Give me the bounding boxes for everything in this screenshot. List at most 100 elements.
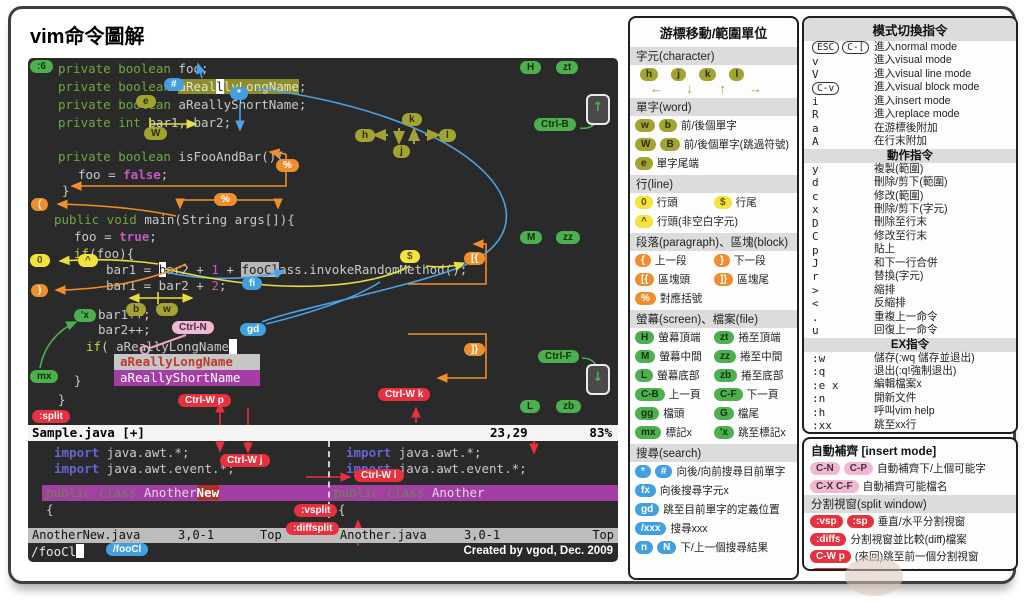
key-badge-w: w: [156, 303, 178, 316]
panel-col: ^行頭(非空白字元): [635, 214, 738, 229]
panel-label: 進入visual line mode: [874, 67, 972, 80]
key-badge-H: H: [635, 331, 655, 344]
panel-label: 標記x: [665, 427, 692, 439]
key-cell: y: [804, 163, 874, 176]
key-badge-e: e: [136, 95, 156, 108]
key-.: .: [812, 310, 819, 324]
hjkl-arrows-row: ←↓↑→: [630, 81, 797, 96]
key-badge-gd: gd: [240, 323, 267, 336]
key-:w: :w: [812, 351, 826, 365]
panel-label: 反縮排: [874, 297, 906, 310]
statusbar-splits: AnotherNew.java 3,0-1 Top Another.java 3…: [28, 528, 618, 543]
key-badge-:sp: :sp: [846, 515, 874, 529]
panel-label: 回復上一命令: [874, 324, 938, 337]
key-x: x: [812, 203, 819, 217]
key-cell: a: [804, 122, 874, 135]
scrollbar-down-box: ↓: [586, 364, 610, 395]
code-line: }: [58, 392, 66, 407]
panel-label: 縮排: [874, 283, 896, 296]
panel-label: 刪除/剪下(字元): [874, 202, 948, 215]
direction-arrow-icon: ↑: [719, 81, 726, 96]
key-badge-W: W: [635, 138, 657, 151]
key-badge-]}: ]}: [714, 273, 734, 286]
vim-editor-illustration: private boolean foo;private boolean aRea…: [28, 58, 618, 562]
key-J: J: [812, 257, 819, 271]
split-left-top: Top: [260, 528, 282, 542]
code-line: public class AnotherNew: [42, 485, 331, 501]
key-v: v: [812, 54, 819, 68]
credit-text: Created by vgod, Dec. 2009: [463, 545, 613, 557]
key-badge-C-P: C-P: [843, 462, 874, 476]
key-badge-M: M: [520, 231, 543, 244]
key-cell: p: [804, 244, 874, 257]
key-badge-Ctrl-N: Ctrl-N: [172, 321, 214, 334]
key-badge-Ctrl-W l: Ctrl-W l: [354, 469, 404, 482]
key-r: r: [812, 270, 819, 284]
key-badge-#: #: [654, 465, 673, 478]
key-badge-L: L: [520, 400, 541, 413]
code-line: bar2++;: [98, 322, 151, 337]
code-line: import java.awt.*;: [54, 445, 190, 460]
code-line: import java.awt.event.*;: [54, 461, 235, 476]
command-text: /fooCl: [31, 544, 77, 559]
key-cell: R: [804, 108, 874, 121]
key-badge-*: *: [230, 87, 248, 100]
key-p: p: [812, 243, 819, 257]
key-badge-Ctrl-W p: Ctrl-W p: [178, 394, 231, 407]
key-badge-k: k: [698, 68, 717, 81]
section-header: 分割視窗(split window): [804, 495, 1016, 513]
panel-row: *#向後/向前搜尋目前單字: [630, 462, 797, 481]
panel-label: 上一段: [654, 255, 687, 267]
page-title: vim命令圖解: [30, 26, 145, 48]
key-u: u: [812, 324, 819, 338]
panel-label: 對應括號: [659, 293, 703, 305]
key-cell: x: [804, 203, 874, 216]
section-header: 字元(character): [630, 47, 797, 65]
panel-label: 進入visual block mode: [874, 81, 980, 94]
panel-label: 螢幕中間: [659, 351, 702, 363]
key-badge-Ctrl-F: Ctrl-F: [538, 350, 579, 363]
key-badge-^: ^: [635, 215, 653, 228]
key-badge-0: 0: [635, 196, 653, 209]
scroll-up-icon: ↑: [592, 100, 604, 115]
key-cell: :h: [804, 406, 874, 419]
code-line: private int bar1, bar2;: [58, 115, 232, 130]
key-badge-fx: fx: [635, 484, 656, 497]
key-badge-%: %: [635, 292, 656, 305]
key-badge-gg: gg: [635, 407, 660, 420]
key-badge-$: $: [400, 250, 420, 263]
code-line: private boolean isFooAndBar(){: [58, 149, 284, 164]
panel-label: 垂直/水平分割視窗: [877, 516, 966, 529]
key-badge-zt: zt: [714, 331, 735, 344]
key-cell: >: [804, 284, 874, 297]
panel-label: 前/後個單字: [680, 120, 737, 132]
key-badge-b: b: [658, 119, 677, 132]
panel-col: $行尾: [714, 195, 757, 210]
key-badge-zz: zz: [714, 350, 736, 363]
key-ESC: ESC: [812, 41, 840, 55]
key-A: A: [812, 135, 819, 149]
command-line: /fooCl: [28, 543, 618, 562]
